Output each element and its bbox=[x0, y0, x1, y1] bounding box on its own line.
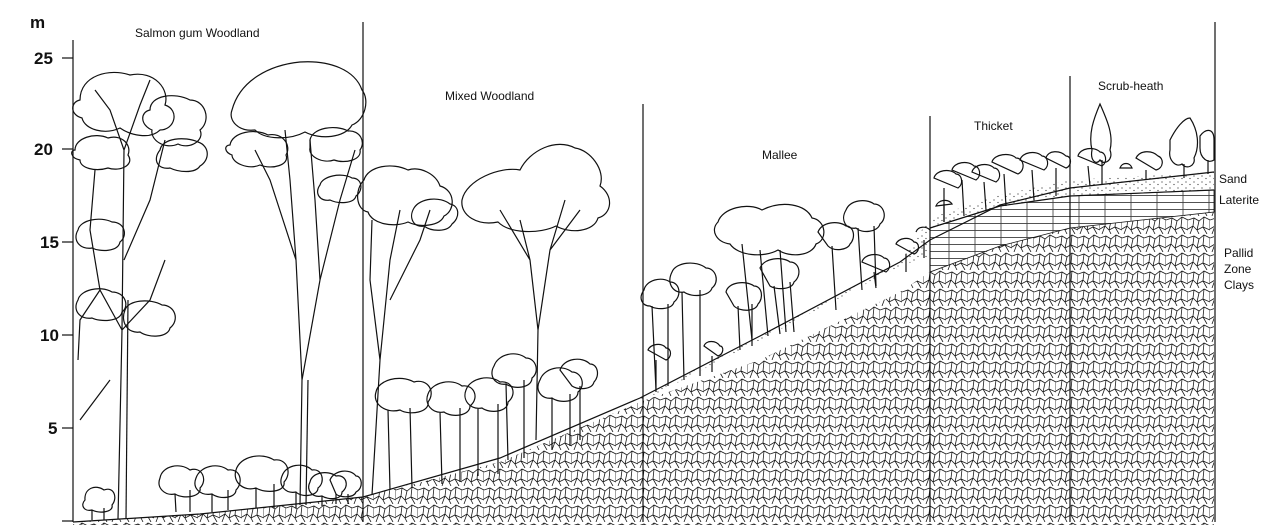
layer-label-zone: Zone bbox=[1224, 262, 1252, 276]
tick-label-5: 5 bbox=[48, 419, 57, 438]
axis-unit-label: m bbox=[30, 13, 45, 32]
tick-label-20: 20 bbox=[34, 140, 53, 159]
salmon-gum-tree-right bbox=[226, 62, 366, 505]
layer-label-pallid: Pallid bbox=[1224, 246, 1253, 260]
zone-label-thicket: Thicket bbox=[974, 119, 1013, 133]
salmon-gum-tree-left bbox=[72, 72, 208, 519]
tick-label-15: 15 bbox=[40, 233, 59, 252]
tick-label-25: 25 bbox=[34, 49, 53, 68]
layer-label-laterite: Laterite bbox=[1219, 193, 1259, 207]
layer-label-clays: Clays bbox=[1224, 278, 1254, 292]
y-axis-ticks: 25 20 15 10 5 bbox=[34, 49, 73, 521]
zone-label-mallee: Mallee bbox=[762, 148, 798, 162]
zone-label-mixed-woodland: Mixed Woodland bbox=[445, 89, 534, 103]
tick-label-10: 10 bbox=[40, 326, 59, 345]
zone-label-salmon-gum: Salmon gum Woodland bbox=[135, 26, 260, 40]
layer-label-sand: Sand bbox=[1219, 172, 1247, 186]
zone-label-scrub-heath: Scrub-heath bbox=[1098, 79, 1163, 93]
